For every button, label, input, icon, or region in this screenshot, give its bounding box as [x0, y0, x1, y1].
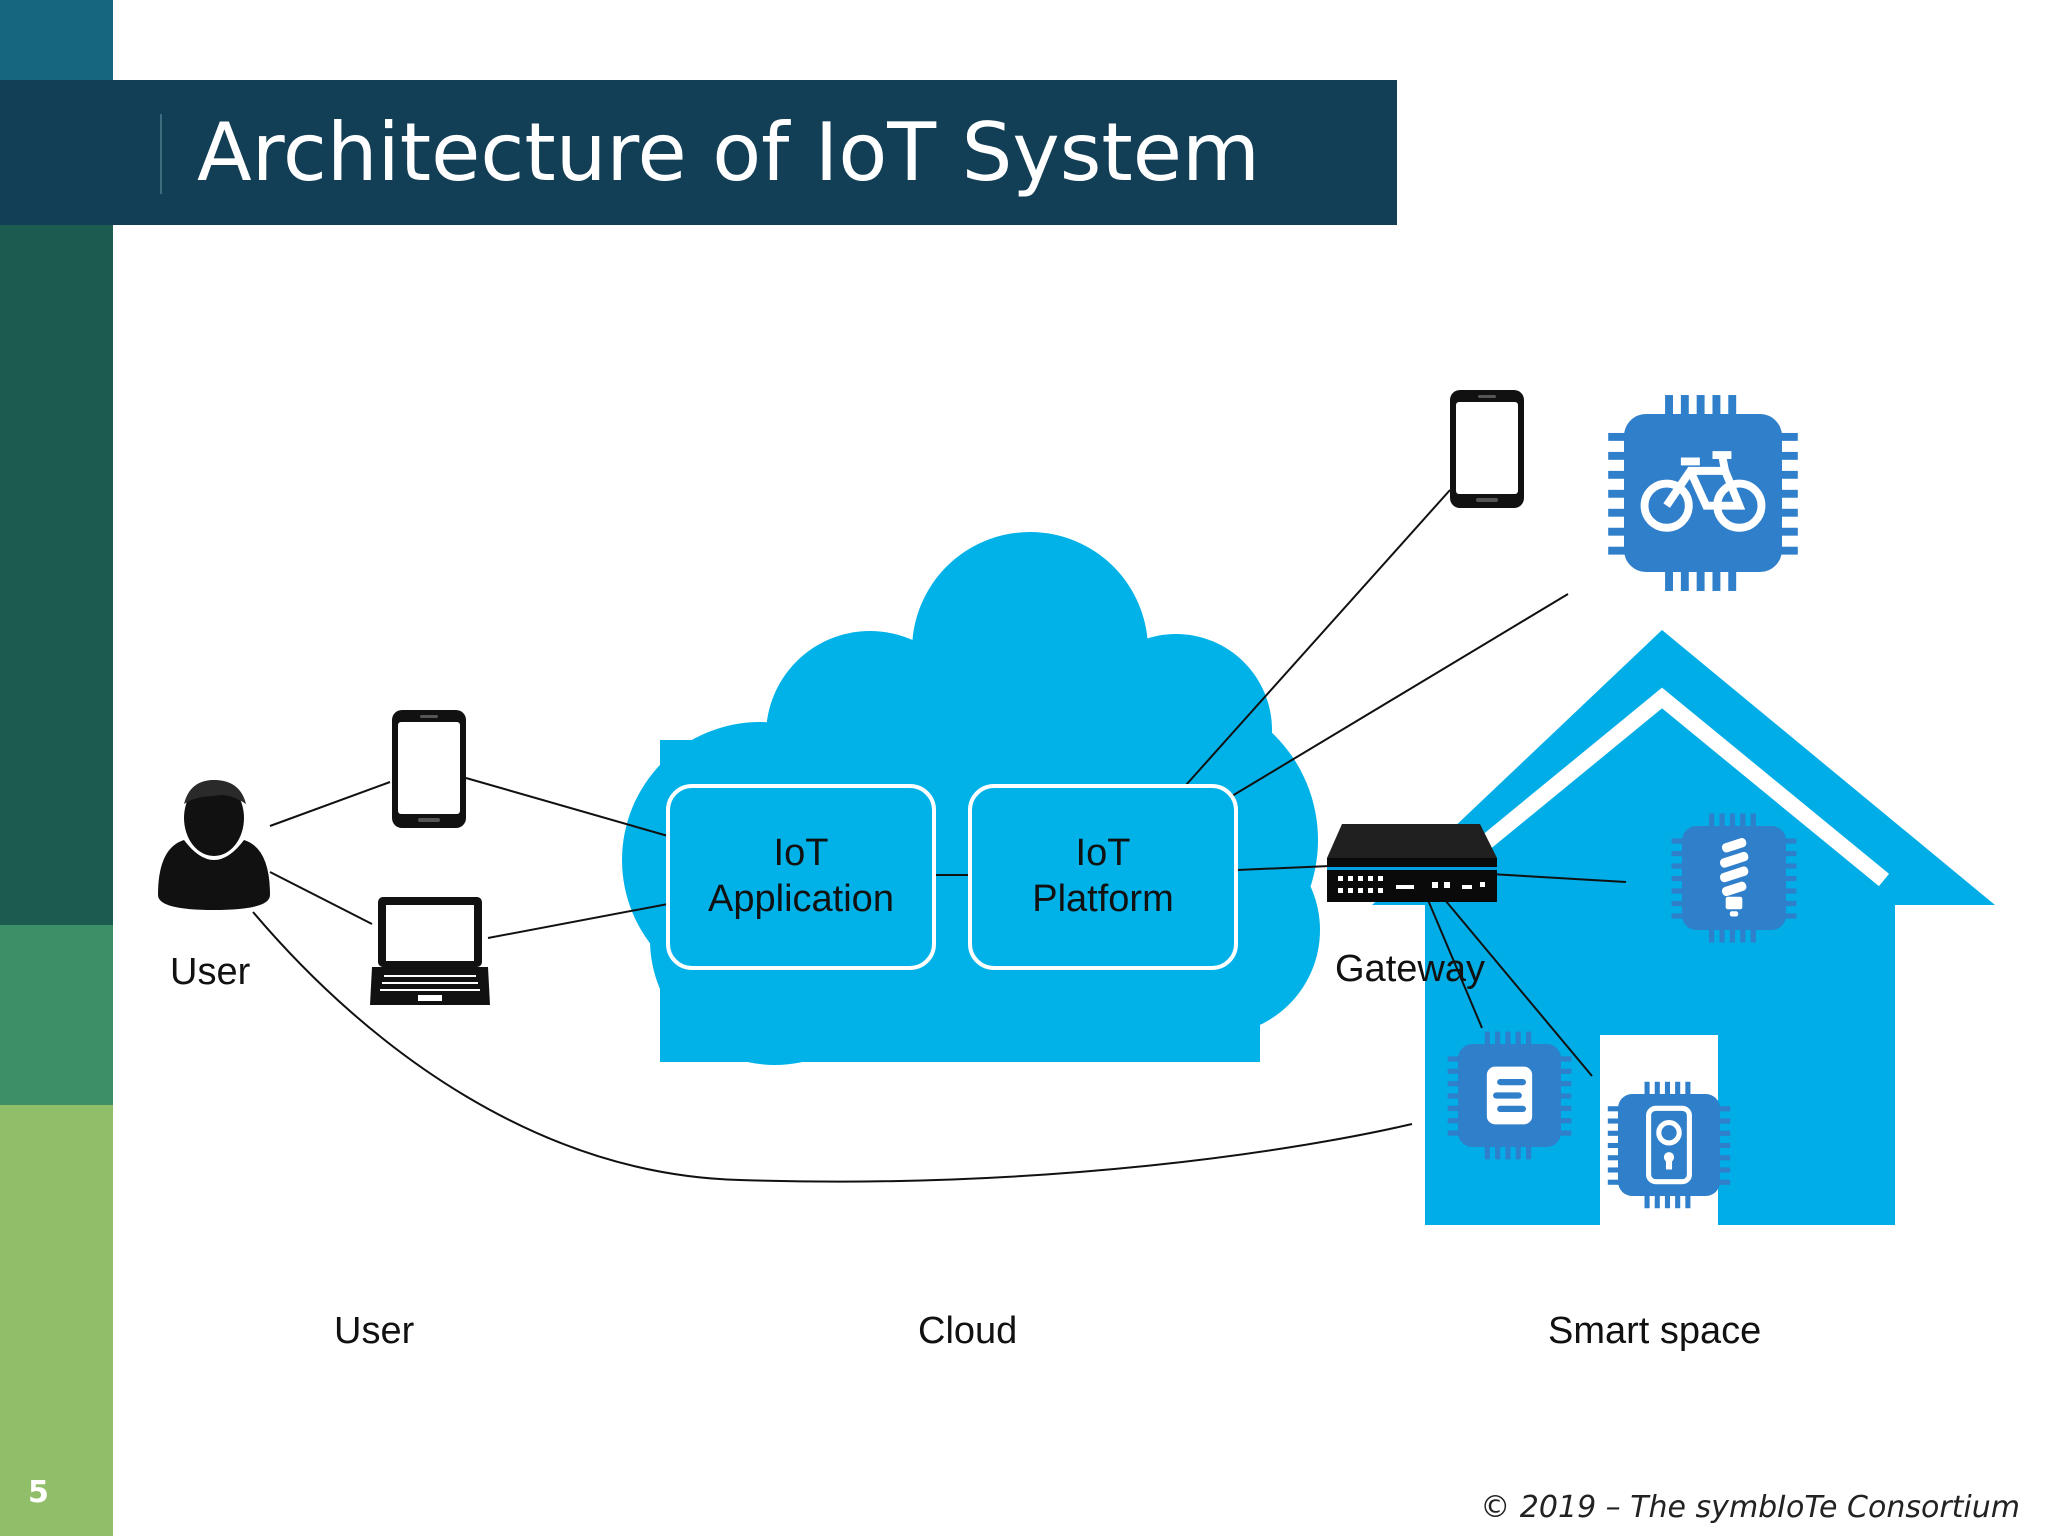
line-gateway-bulb-chip	[1489, 873, 1627, 883]
slide-title: Architecture of IoT System	[197, 106, 1260, 199]
cloud-shape	[622, 532, 1320, 1065]
bicycle-chip-icon	[1608, 395, 1798, 591]
line-gateway-server-chip	[1427, 899, 1483, 1029]
gateway-label: Gateway	[1335, 948, 1485, 990]
laptop-icon	[370, 897, 490, 1005]
user-icon	[158, 780, 270, 910]
connection-lines	[252, 489, 1627, 1183]
iot-platform-box	[968, 784, 1238, 970]
column-label-smart-space: Smart space	[1548, 1310, 1762, 1352]
lock-chip-icon	[1607, 1081, 1731, 1209]
line-laptop-application	[487, 903, 669, 939]
line-user-house	[252, 911, 1413, 1183]
column-label-user: User	[334, 1310, 415, 1352]
title-bar: Architecture of IoT System	[0, 80, 1397, 225]
sidebar-band	[0, 0, 113, 80]
smartphone-icon	[1450, 390, 1524, 508]
gateway-router-icon	[1327, 824, 1497, 902]
server-chip-icon	[1447, 1031, 1572, 1160]
user-node-label: User	[170, 951, 251, 993]
column-label-cloud: Cloud	[918, 1310, 1018, 1352]
iot-application-box	[666, 784, 936, 970]
page-number: 5	[28, 1475, 49, 1510]
footer-copyright: © 2019 – The symbIoTe Consortium	[1480, 1490, 2020, 1525]
sidebar-band	[0, 925, 113, 1105]
smartphone-icon	[392, 710, 466, 828]
line-platform-bicycle-chip	[1231, 593, 1569, 797]
line-gateway-lock-chip	[1444, 899, 1593, 1077]
iot-application-label: IoT Application	[708, 832, 894, 920]
line-user-laptop	[269, 871, 373, 925]
bulb-chip-icon	[1671, 813, 1797, 943]
iot-platform-label: IoT Platform	[1032, 832, 1174, 920]
line-platform-phone	[1185, 489, 1451, 786]
title-divider	[160, 114, 162, 194]
sidebar-band	[0, 1105, 113, 1536]
line-phone-application	[465, 777, 669, 837]
line-user-phone	[269, 781, 391, 827]
sidebar-band	[0, 225, 113, 925]
line-platform-gateway	[1236, 865, 1331, 871]
